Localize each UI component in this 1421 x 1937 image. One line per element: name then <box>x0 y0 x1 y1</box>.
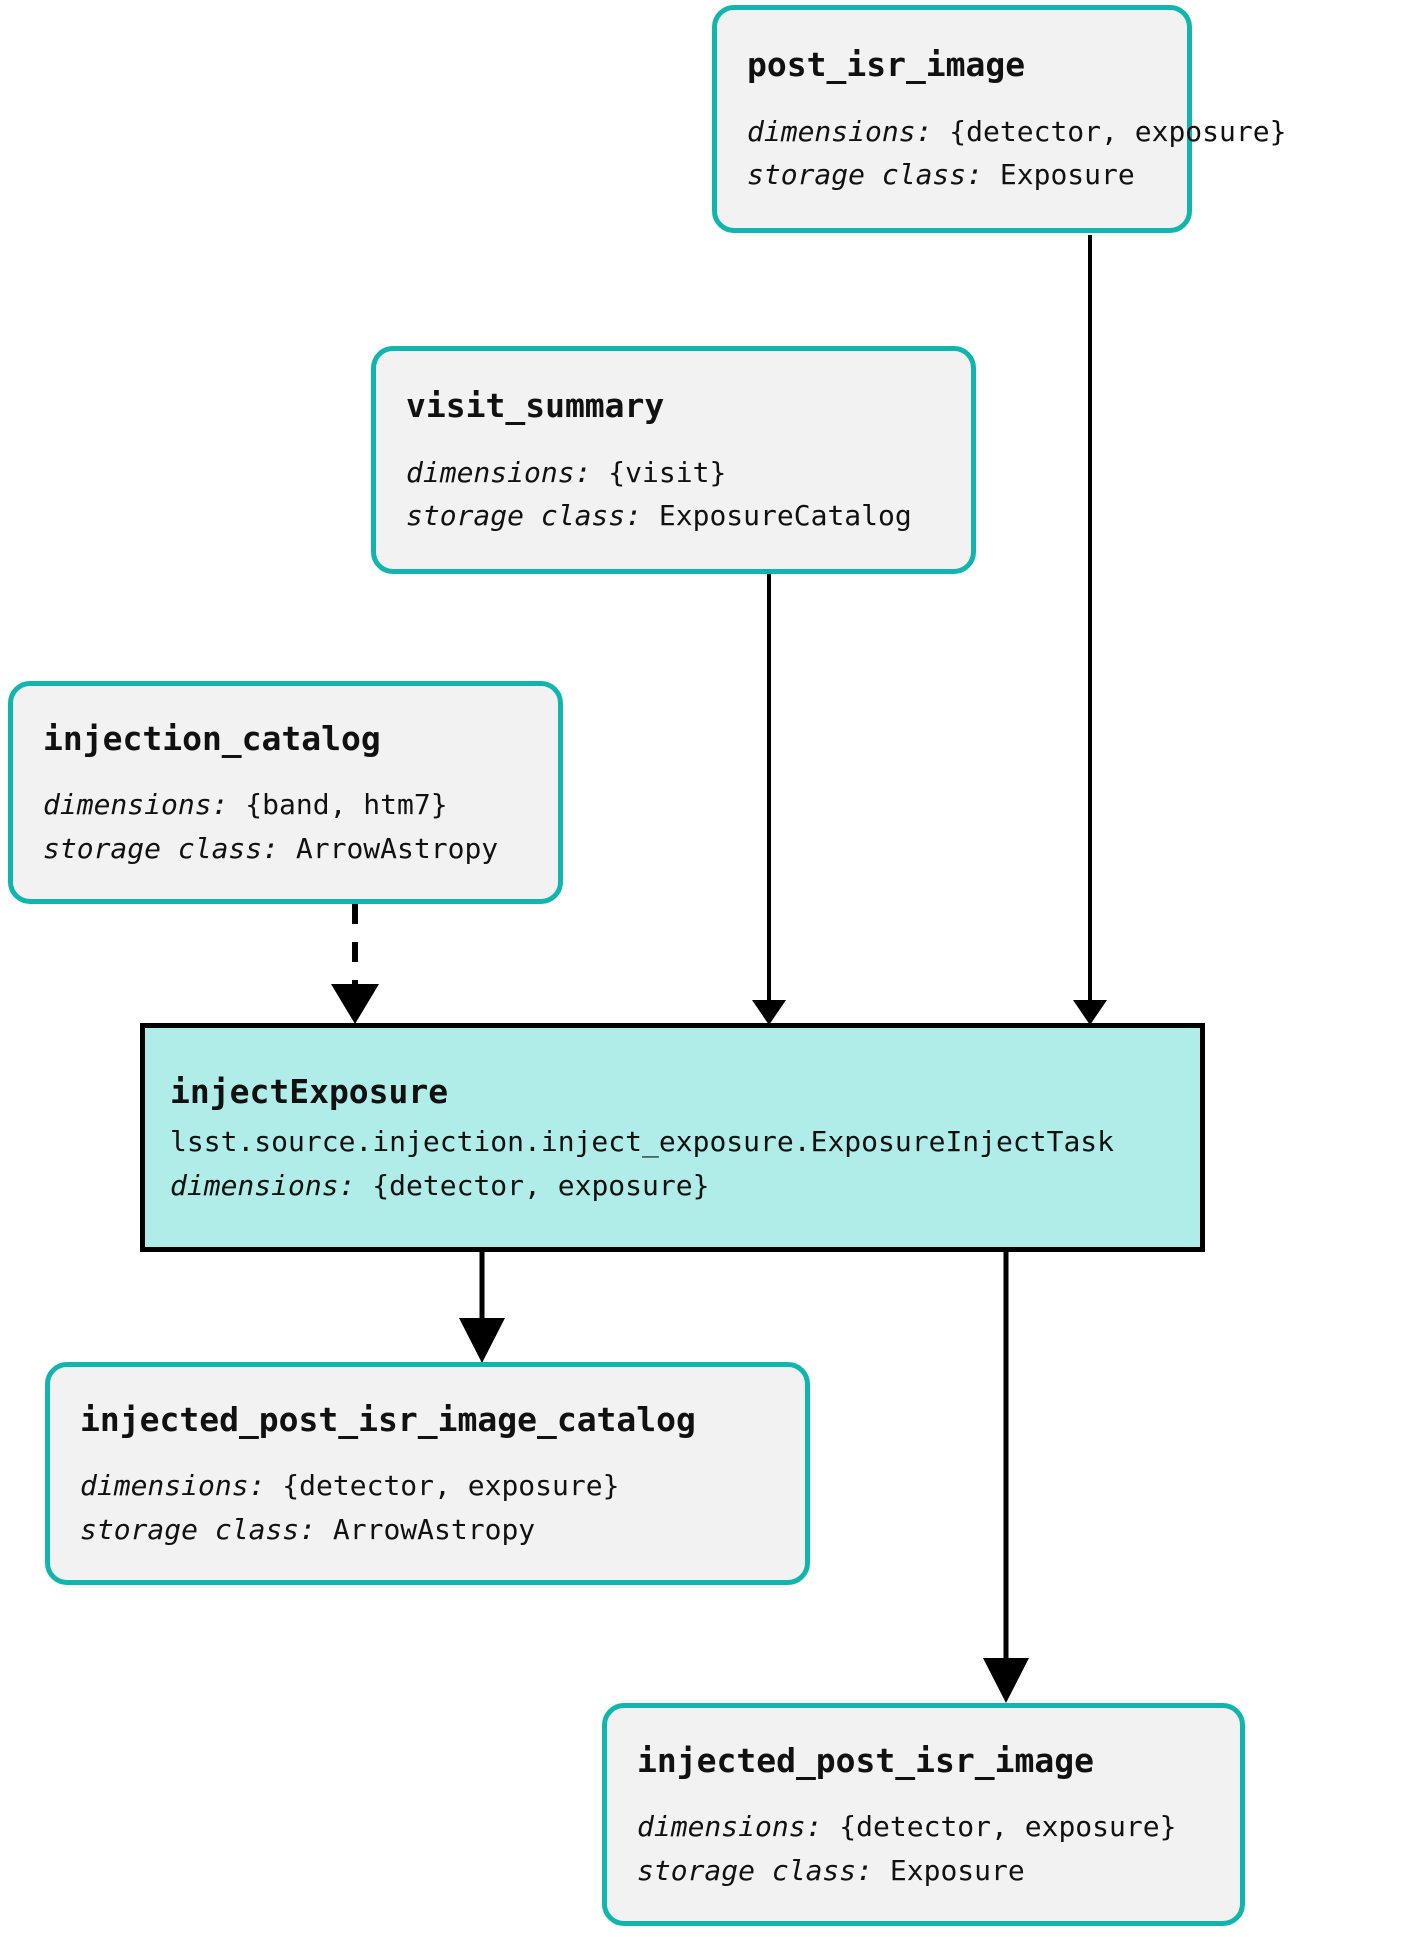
task-class-path: lsst.source.injection.inject_exposure.Ex… <box>170 1125 1115 1159</box>
storage-class-value: Exposure <box>889 1853 1025 1887</box>
dimensions-value: {detector, exposure} <box>949 114 1287 148</box>
dimensions-value: {detector, exposure} <box>372 1168 710 1202</box>
node-dimensions-row: dimensions: {detector, exposure} <box>637 1812 1222 1841</box>
storage-class-label: storage class: <box>637 1853 890 1887</box>
node-visit-summary[interactable]: visit_summary dimensions: {visit} storag… <box>371 346 976 574</box>
edge-post-isr-image-to-injectexposure <box>1073 235 1107 1025</box>
node-title: visit_summary <box>406 386 665 426</box>
node-injected-post-isr-image-catalog[interactable]: injected_post_isr_image_catalog dimensio… <box>45 1362 810 1585</box>
node-dimensions-row: dimensions: {visit} <box>406 458 953 487</box>
node-storage-class-row: storage class: ExposureCatalog <box>406 501 953 530</box>
node-dimensions-row: dimensions: {detector, exposure} <box>170 1171 1182 1200</box>
node-injectexposure-task[interactable]: injectExposure lsst.source.injection.inj… <box>140 1023 1205 1252</box>
dimensions-label: dimensions: <box>80 1469 283 1503</box>
node-dimensions-row: dimensions: {detector, exposure} <box>747 114 1286 148</box>
edge-injectexposure-to-injected-post-isr-image-catalog <box>459 1252 505 1363</box>
node-storage-class-row: storage class: Exposure <box>637 1856 1222 1885</box>
node-dimensions-row: dimensions: {detector, exposure} <box>80 1471 787 1500</box>
dimensions-value: {detector, exposure} <box>839 1810 1177 1844</box>
node-title: injectExposure <box>170 1071 449 1111</box>
node-title: injected_post_isr_image_catalog <box>80 1399 696 1439</box>
node-post-isr-image[interactable]: post_isr_image dimensions: {detector, ex… <box>712 5 1286 233</box>
dimensions-value: {band, htm7} <box>245 788 448 822</box>
node-storage-class-row: storage class: ArrowAstropy <box>80 1515 787 1544</box>
storage-class-value: Exposure <box>999 158 1135 192</box>
node-storage-class-row: storage class: ArrowAstropy <box>43 834 540 863</box>
edge-injectexposure-to-injected-post-isr-image <box>983 1252 1029 1703</box>
node-injected-post-isr-image[interactable]: injected_post_isr_image dimensions: {det… <box>602 1703 1245 1926</box>
edge-visit-summary-to-injectexposure <box>752 574 786 1025</box>
storage-class-label: storage class: <box>747 158 1000 192</box>
node-injection-catalog[interactable]: injection_catalog dimensions: {band, htm… <box>8 681 563 904</box>
storage-class-value: ExposureCatalog <box>658 499 912 533</box>
node-storage-class-row: storage class: Exposure <box>747 160 1169 189</box>
dimensions-label: dimensions: <box>43 788 246 822</box>
dimensions-label: dimensions: <box>747 114 950 148</box>
storage-class-label: storage class: <box>80 1512 333 1546</box>
node-dimensions-row: dimensions: {band, htm7} <box>43 790 540 819</box>
storage-class-label: storage class: <box>43 831 296 865</box>
node-title: injection_catalog <box>43 718 381 758</box>
node-title: injected_post_isr_image <box>637 1740 1094 1780</box>
dimensions-value: {visit} <box>608 455 727 489</box>
dimensions-label: dimensions: <box>406 455 609 489</box>
node-title: post_isr_image <box>747 45 1026 85</box>
dimensions-value: {detector, exposure} <box>282 1469 620 1503</box>
edge-injection-catalog-to-injectexposure <box>331 904 379 1024</box>
dimensions-label: dimensions: <box>170 1168 373 1202</box>
storage-class-value: ArrowAstropy <box>332 1512 536 1546</box>
storage-class-label: storage class: <box>406 499 659 533</box>
storage-class-value: ArrowAstropy <box>295 831 499 865</box>
dimensions-label: dimensions: <box>637 1810 840 1844</box>
